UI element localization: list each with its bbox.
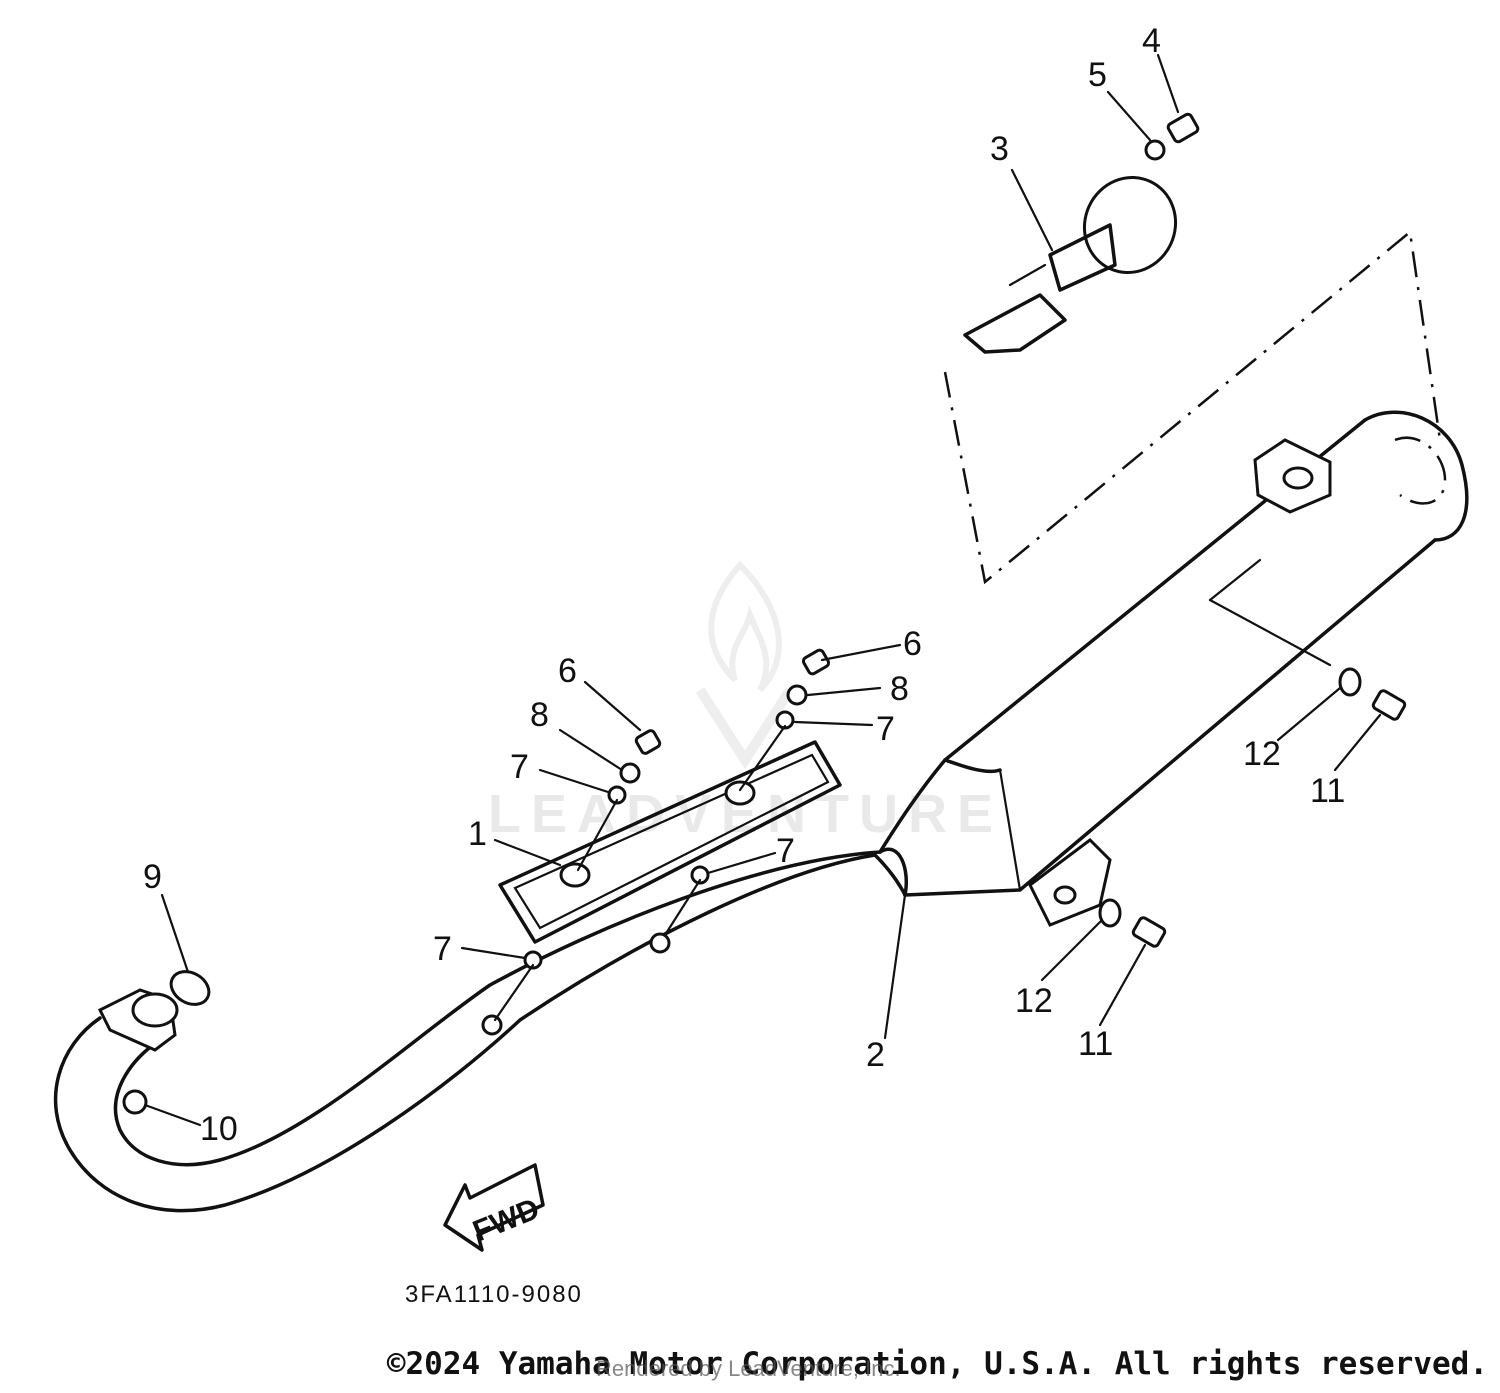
muffler-bracket-bottom [1028, 838, 1112, 927]
collar-7c [690, 865, 710, 885]
flame-logo-icon [695, 560, 795, 770]
bolt-6-right [801, 648, 831, 676]
bolt-4 [1166, 112, 1200, 144]
callout-1: 1 [468, 815, 487, 853]
washer-12-lower [1098, 898, 1122, 928]
callout-7-upper-right: 7 [876, 710, 895, 748]
washer-8-left [619, 762, 641, 784]
nut-10 [122, 1089, 148, 1115]
rendered-by-credit: Rendered by LeadVenture, Inc. [596, 1356, 901, 1381]
callout-2: 2 [866, 1036, 885, 1074]
drawing-code: 3FA1110-9080 [405, 1281, 583, 1308]
grommet-lower-a [649, 932, 671, 954]
callout-4: 4 [1142, 22, 1161, 60]
collar-7d [523, 950, 543, 970]
grommet-lower-b [481, 1014, 503, 1036]
bolt-11-upper [1371, 689, 1407, 721]
callout-12-upper: 12 [1243, 735, 1281, 773]
callout-11-upper: 11 [1310, 772, 1345, 810]
muffler [878, 410, 1469, 897]
washer-12-upper [1338, 667, 1362, 697]
callout-12-lower: 12 [1015, 982, 1053, 1020]
tail-pipe-assembly [963, 176, 1178, 354]
callout-7-mid: 7 [776, 832, 795, 870]
pipe-flange [97, 988, 179, 1052]
callout-3: 3 [990, 130, 1009, 168]
callouts: 1 2 3 4 5 6 6 7 7 7 7 8 8 9 10 11 11 12 … [143, 22, 1345, 1148]
callout-6-right: 6 [903, 625, 922, 663]
collar-7a [607, 785, 627, 805]
leader-lines [143, 53, 1382, 1127]
exhaust-pipe [53, 847, 908, 1213]
collar-7b [775, 710, 795, 730]
copyright-notice: ©2024 Yamaha Motor Corporation, U.S.A. A… [386, 1346, 1488, 1382]
bolt-6-left [634, 729, 662, 755]
callout-10: 10 [200, 1110, 238, 1148]
callout-5: 5 [1088, 56, 1107, 94]
callout-7-upper-left: 7 [510, 748, 529, 786]
callout-9: 9 [143, 858, 162, 896]
hardware [122, 112, 1407, 1115]
alignment-lines [943, 229, 1442, 667]
callout-8-left: 8 [530, 696, 549, 734]
fwd-arrow: FWD [443, 1163, 545, 1252]
fwd-label: FWD [468, 1192, 544, 1248]
callout-8-right: 8 [890, 670, 909, 708]
gasket-9 [169, 970, 211, 1006]
washer-5 [1144, 139, 1166, 161]
muffler-bracket-top [1253, 438, 1332, 514]
heat-protector [498, 740, 842, 944]
callout-6-left: 6 [558, 652, 577, 690]
washer-8-right [786, 684, 808, 706]
callout-7-lower: 7 [433, 930, 452, 968]
callout-11-lower: 11 [1078, 1025, 1113, 1063]
bolt-11-lower [1131, 916, 1167, 948]
